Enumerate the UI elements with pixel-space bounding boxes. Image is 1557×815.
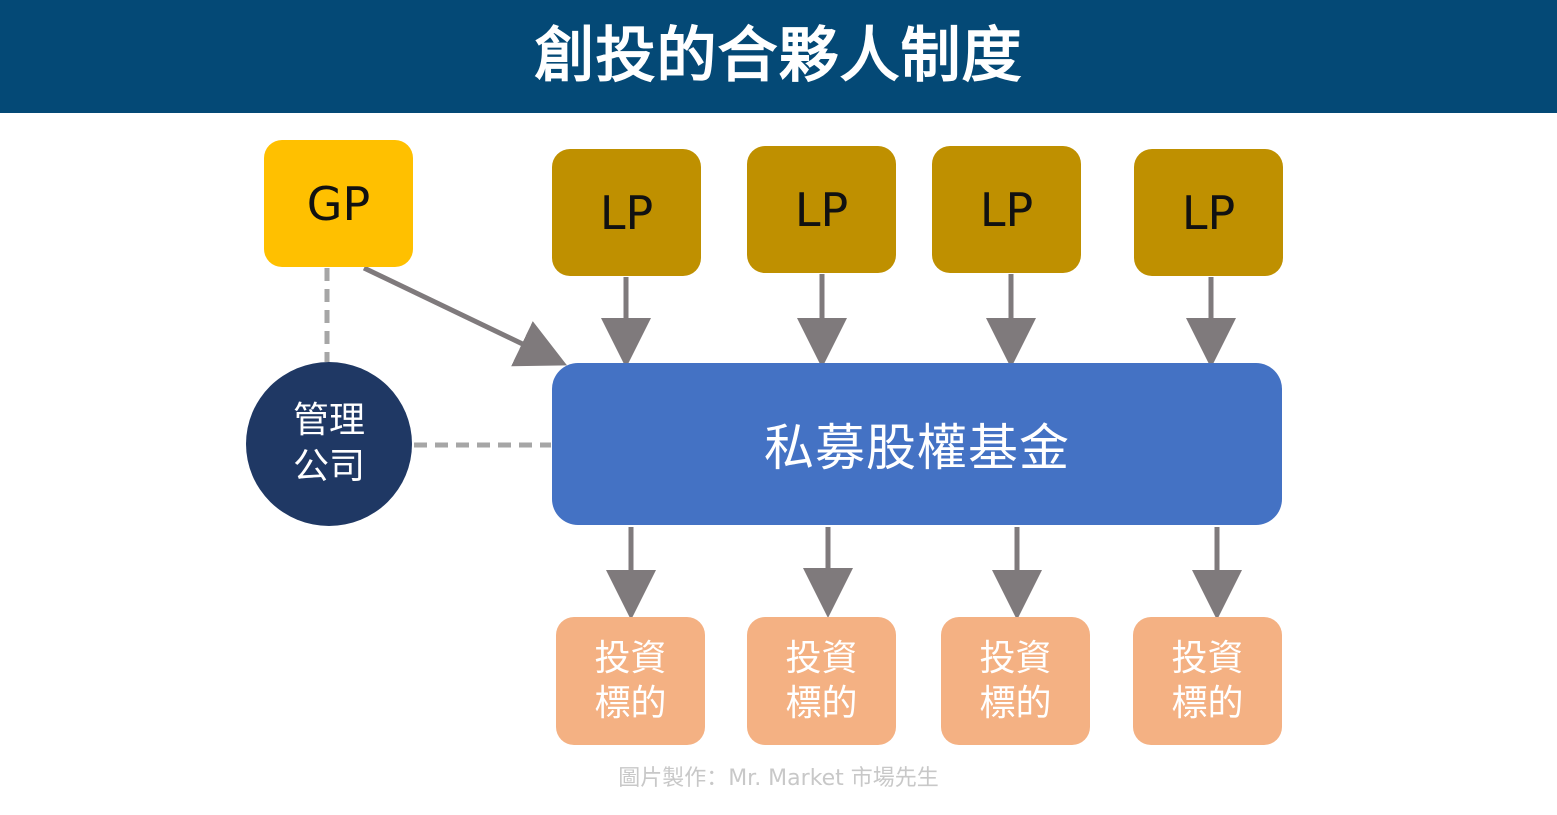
lp-box-4: LP <box>1134 149 1283 276</box>
page-title: 創投的合夥人制度 <box>534 21 1023 91</box>
lp-box-1: LP <box>552 149 701 276</box>
lp-box-3: LP <box>932 146 1081 273</box>
header-bar <box>0 0 1557 113</box>
investment-target-box-4: 投資 標的 <box>1133 617 1282 745</box>
gp-fund-arrow <box>362 265 568 367</box>
investment-target-box-2: 投資 標的 <box>747 617 896 745</box>
management-company-circle: 管理 公司 <box>246 362 412 526</box>
private-equity-fund-box: 私募股權基金 <box>552 363 1282 525</box>
lp-box-2: LP <box>747 146 896 273</box>
image-credit: 圖片製作：Mr. Market 市場先生 <box>618 766 939 791</box>
gp-box: GP <box>264 140 413 267</box>
investment-target-box-3: 投資 標的 <box>941 617 1090 745</box>
investment-target-box-1: 投資 標的 <box>556 617 705 745</box>
